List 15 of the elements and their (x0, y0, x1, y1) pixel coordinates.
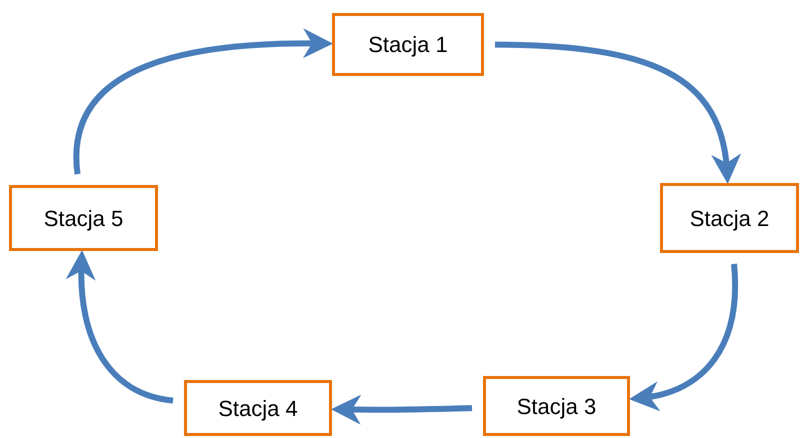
station-label: Stacja 5 (44, 204, 124, 233)
station-box (660, 183, 799, 253)
curved-arrow (66, 250, 174, 404)
curved-arrow (629, 264, 738, 410)
station-label: Stacja 2 (690, 204, 770, 233)
curved-arrow (74, 28, 333, 174)
station-label: Stacja 3 (516, 392, 596, 421)
station-box (184, 380, 332, 436)
curved-arrow (331, 394, 472, 425)
curved-arrow (494, 42, 740, 184)
station-label: Stacja 4 (218, 394, 298, 423)
station-label: Stacja 1 (368, 31, 448, 59)
station-box (483, 376, 630, 436)
station-box (332, 13, 484, 76)
station-box (9, 185, 158, 251)
